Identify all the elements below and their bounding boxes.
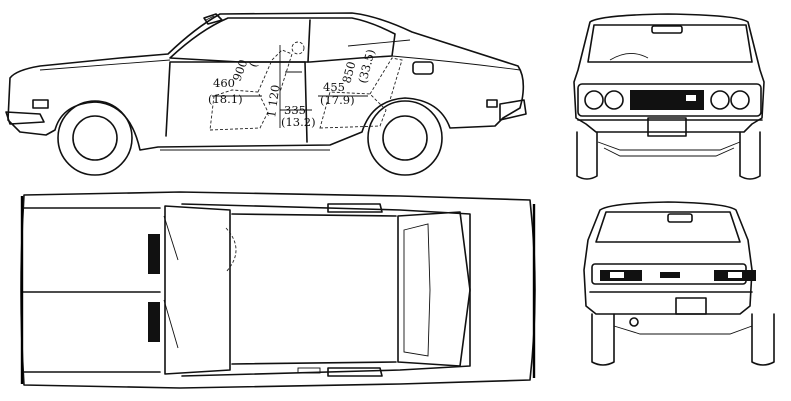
- windshield: [587, 24, 753, 63]
- rear-seatback-outline: [369, 57, 403, 101]
- wiper-top: [163, 215, 179, 261]
- headlight-left-outer: [584, 90, 604, 110]
- rear-license-plate: [675, 297, 707, 315]
- top-view: [20, 191, 536, 389]
- front-hubcap: [72, 115, 118, 161]
- dim-460: 460: [213, 76, 235, 90]
- dim-850-in: (33.5): [355, 48, 377, 85]
- rear-seat-top: [403, 223, 431, 357]
- dim-455-in: (17.9): [320, 93, 355, 107]
- dim-line-850: [347, 39, 411, 47]
- rear-window: [397, 211, 471, 367]
- mirror: [205, 15, 215, 21]
- trunk-line: [391, 55, 521, 71]
- rear-bumper: [499, 99, 527, 121]
- front-axle: [603, 147, 735, 157]
- rear-badge: [660, 272, 680, 278]
- hood-line: [39, 59, 171, 71]
- front-license-plate: [647, 117, 687, 137]
- steering-wheel: [609, 53, 649, 61]
- top-steering-wheel: [225, 227, 237, 273]
- rear-right-tire: [751, 313, 775, 366]
- hood-vent-bottom: [148, 302, 160, 342]
- headlight-right-outer: [730, 90, 750, 110]
- rear-axle: [613, 325, 753, 335]
- top-windshield: [164, 205, 231, 375]
- grille-badge: [686, 95, 696, 101]
- front-suspension: [597, 141, 741, 151]
- dim-335-in: (13.2): [281, 115, 316, 129]
- front-fascia: [577, 83, 762, 117]
- dim-850: 850: [339, 60, 358, 85]
- top-mirror-bottom: [327, 367, 383, 377]
- rear-left-tire: [591, 313, 615, 366]
- side-mirror: [203, 13, 223, 25]
- rear-wheel: [367, 100, 443, 176]
- front-left-tire: [576, 131, 598, 180]
- front-wheel: [57, 100, 133, 176]
- door-front-edge: [165, 61, 306, 137]
- dim-460-in: (18.1): [208, 92, 243, 106]
- rear-hubcap: [382, 115, 428, 161]
- exhaust-pipe: [629, 317, 639, 327]
- headlight-right-inner: [710, 90, 730, 110]
- rear-side-marker: [486, 99, 498, 108]
- front-grille: [630, 90, 704, 110]
- front-side-marker: [32, 99, 49, 109]
- rear-seat-outline: [319, 91, 387, 129]
- front-bumper: [5, 111, 45, 125]
- front-body-outline: [573, 13, 765, 133]
- side-body-outline: [7, 12, 525, 151]
- rear-third-brake: [667, 213, 693, 223]
- top-body-outline: [20, 191, 536, 389]
- top-mirror-top: [327, 203, 383, 213]
- side-view: 460 (18.1) 900 ( 1 120 335 (13.2) 455 (1…: [5, 12, 527, 176]
- taillight-right-lens: [728, 272, 742, 278]
- roof-edge-top: [231, 213, 397, 217]
- front-view: [573, 13, 765, 180]
- dim-1120: 1 120: [264, 84, 282, 119]
- roof-edge-bottom: [231, 361, 397, 365]
- taillight-left-lens: [610, 272, 624, 278]
- front-right-tire: [739, 131, 761, 180]
- roof-outline: [181, 203, 471, 377]
- dim-455: 455: [323, 80, 345, 94]
- side-window-frame: [169, 17, 396, 63]
- b-pillar: [307, 19, 311, 63]
- rearview-mirror: [651, 25, 683, 34]
- dim-900-in: (: [246, 60, 261, 69]
- rear-window-glass: [595, 211, 741, 243]
- dim-335: 335: [284, 103, 306, 117]
- rear-body-outline: [583, 201, 753, 315]
- head-outline: [291, 41, 305, 55]
- rear-view: [583, 201, 775, 366]
- top-door-handle: [297, 367, 321, 374]
- fuel-cap: [412, 61, 434, 75]
- hood-vent-top: [148, 234, 160, 274]
- door-rear-edge: [304, 61, 308, 143]
- wiper-bottom: [163, 299, 179, 349]
- headlight-left-inner: [604, 90, 624, 110]
